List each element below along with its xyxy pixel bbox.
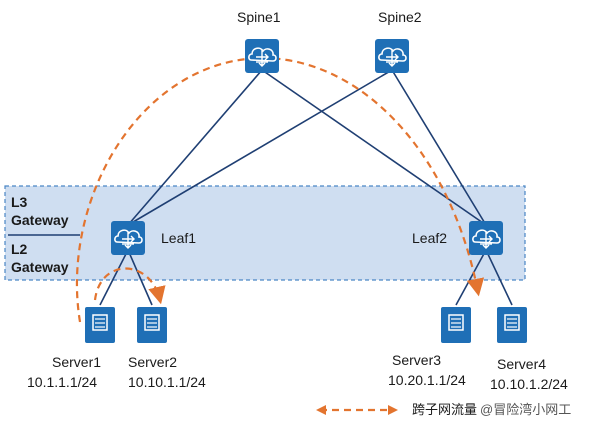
server1-icon bbox=[84, 306, 116, 344]
leaf2-label: Leaf2 bbox=[412, 230, 448, 246]
server4-icon bbox=[496, 306, 528, 344]
l2-gateway-label-line2: Gateway bbox=[11, 259, 69, 275]
spine1-label: Spine1 bbox=[237, 9, 281, 25]
server2-ip: 10.10.1.1/24 bbox=[128, 374, 206, 390]
spine2-label: Spine2 bbox=[378, 9, 422, 25]
leaf2-router-icon bbox=[468, 220, 504, 256]
link-leaf1-server1 bbox=[99, 249, 129, 306]
flow-server1-to-server2 bbox=[93, 267, 166, 305]
l3-gateway-label-line1: L3 bbox=[11, 194, 28, 210]
link-spine1-leaf2 bbox=[261, 69, 487, 226]
server4-ip: 10.10.1.2/24 bbox=[490, 376, 568, 392]
spine2-router-icon bbox=[374, 38, 410, 74]
link-spine2-leaf2 bbox=[391, 69, 487, 226]
legend-arrow-left-head bbox=[316, 405, 326, 415]
server1-ip: 10.1.1.1/24 bbox=[27, 374, 98, 390]
l2-gateway-label-line1: L2 bbox=[11, 241, 28, 257]
link-leaf1-server2 bbox=[127, 249, 153, 306]
server3-name: Server3 bbox=[392, 352, 442, 368]
spine1-router-icon bbox=[244, 38, 280, 74]
server4-name: Server4 bbox=[497, 356, 547, 372]
legend-label: 跨子网流量 bbox=[412, 402, 478, 417]
server3-ip: 10.20.1.1/24 bbox=[388, 372, 466, 388]
l3-gateway-label-line2: Gateway bbox=[11, 212, 69, 228]
server2-icon bbox=[136, 306, 168, 344]
watermark: @冒险湾小网工 bbox=[480, 402, 572, 417]
leaf1-router-icon bbox=[110, 220, 146, 256]
server1-name: Server1 bbox=[52, 354, 102, 370]
server2-name: Server2 bbox=[128, 354, 178, 370]
link-leaf2-server4 bbox=[485, 249, 513, 306]
legend-arrow-right-head bbox=[388, 405, 398, 415]
link-spine2-leaf1 bbox=[127, 69, 393, 226]
leaf1-label: Leaf1 bbox=[161, 230, 197, 246]
link-spine1-leaf1 bbox=[127, 69, 263, 226]
server3-icon bbox=[440, 306, 472, 344]
